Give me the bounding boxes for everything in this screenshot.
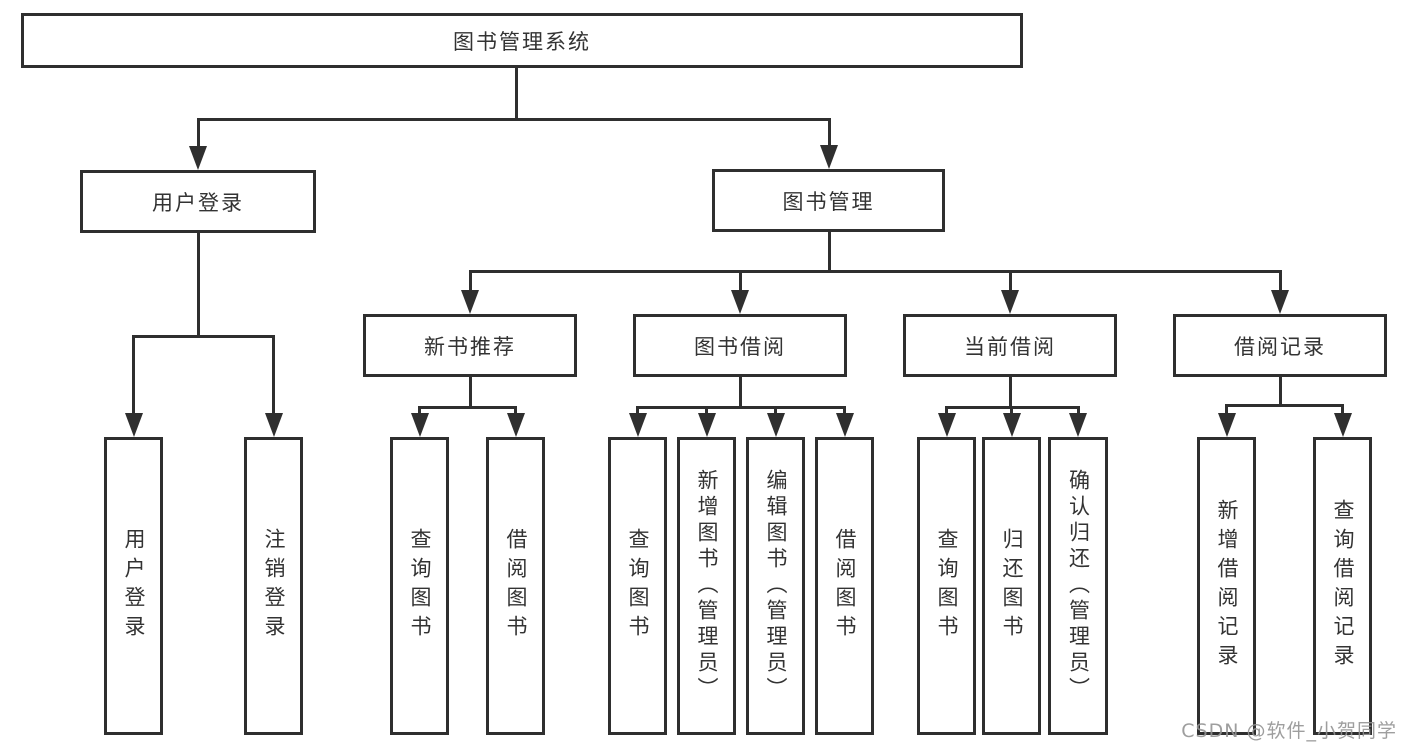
node-leaf-cb-confirm-return-admin-label: 确认归还（管理员） <box>1066 469 1091 703</box>
node-leaf-logout: 注销登录 <box>244 437 303 735</box>
connector-current-borrowing-stem <box>1008 377 1012 406</box>
node-leaf-user-login: 用户登录 <box>104 437 163 735</box>
connector-book-borrowing-rail <box>636 406 846 409</box>
node-leaf-bb-add-books-admin: 新增图书（管理员） <box>677 437 736 735</box>
node-book-borrowing: 图书借阅 <box>633 314 847 377</box>
arrow-to-book-management-icon <box>820 118 838 169</box>
node-new-book-recommend: 新书推荐 <box>363 314 577 377</box>
node-leaf-cb-return-books: 归还图书 <box>982 437 1041 735</box>
node-leaf-br-add-record: 新增借阅记录 <box>1197 437 1256 735</box>
node-leaf-user-login-label: 用户登录 <box>122 528 146 644</box>
connector-user-login-stem <box>196 233 200 335</box>
arrow-to-cb-return-icon <box>1002 406 1021 437</box>
node-leaf-bb-query-books-label: 查询图书 <box>626 528 650 644</box>
connector-level3-rail <box>468 270 1282 273</box>
connector-book-management-stem <box>827 232 831 270</box>
node-user-login: 用户登录 <box>80 170 316 233</box>
arrow-to-br-query-icon <box>1333 404 1352 437</box>
connector-new-book-stem <box>468 377 472 406</box>
connector-borrowing-records-stem <box>1278 377 1282 404</box>
node-book-management-label: 图书管理 <box>782 189 875 214</box>
node-book-borrowing-label: 图书借阅 <box>694 334 786 359</box>
node-library-system-label: 图书管理系统 <box>453 29 591 54</box>
node-leaf-bb-borrow-books-label: 借阅图书 <box>833 528 857 644</box>
node-leaf-bb-add-books-admin-label: 新增图书（管理员） <box>695 469 719 703</box>
arrow-to-br-add-icon <box>1217 404 1236 437</box>
arrow-to-new-book-recommend-icon <box>461 270 479 314</box>
arrow-to-bb-add-icon <box>697 406 716 437</box>
node-leaf-nb-borrow-books: 借阅图书 <box>486 437 545 735</box>
arrow-to-cb-confirm-icon <box>1069 406 1087 437</box>
node-leaf-bb-borrow-books: 借阅图书 <box>815 437 874 735</box>
node-borrowing-records: 借阅记录 <box>1173 314 1387 377</box>
node-leaf-nb-query-books-label: 查询图书 <box>408 528 432 644</box>
node-leaf-bb-query-books: 查询图书 <box>608 437 667 735</box>
watermark: CSDN @软件_小贺同学 <box>1181 720 1397 742</box>
arrow-to-bb-edit-icon <box>766 406 785 437</box>
arrow-to-user-login-icon <box>189 118 207 170</box>
node-current-borrowing: 当前借阅 <box>903 314 1117 377</box>
node-borrowing-records-label: 借阅记录 <box>1234 334 1326 359</box>
node-new-book-recommend-label: 新书推荐 <box>424 334 516 359</box>
arrow-to-current-borrowing-icon <box>1001 270 1019 314</box>
arrow-to-bb-query-icon <box>628 406 647 437</box>
arrow-to-borrowing-records-icon <box>1271 270 1289 314</box>
node-leaf-cb-confirm-return-admin: 确认归还（管理员） <box>1048 437 1108 735</box>
node-leaf-cb-query-books: 查询图书 <box>917 437 976 735</box>
arrow-to-leaf-user-login-icon <box>124 335 143 437</box>
node-leaf-bb-edit-books-admin: 编辑图书（管理员） <box>746 437 805 735</box>
connector-root-stem <box>514 68 518 118</box>
node-leaf-nb-query-books: 查询图书 <box>390 437 449 735</box>
arrow-to-bb-borrow-icon <box>835 406 854 437</box>
node-leaf-cb-return-books-label: 归还图书 <box>1000 528 1024 644</box>
connector-book-borrowing-stem <box>738 377 742 406</box>
node-library-system: 图书管理系统 <box>21 13 1023 68</box>
node-current-borrowing-label: 当前借阅 <box>964 334 1056 359</box>
node-book-management: 图书管理 <box>712 169 945 232</box>
node-leaf-nb-borrow-books-label: 借阅图书 <box>504 528 528 644</box>
arrow-to-book-borrowing-icon <box>731 270 749 314</box>
arrow-to-nb-borrow-icon <box>506 406 525 437</box>
node-leaf-bb-edit-books-admin-label: 编辑图书（管理员） <box>764 469 788 703</box>
node-user-login-label: 用户登录 <box>152 190 244 215</box>
arrow-to-cb-query-icon <box>937 406 956 437</box>
node-leaf-cb-query-books-label: 查询图书 <box>935 528 959 644</box>
node-leaf-br-query-record: 查询借阅记录 <box>1313 437 1372 735</box>
node-leaf-br-query-record-label: 查询借阅记录 <box>1331 499 1355 673</box>
connector-level2-rail <box>196 118 830 121</box>
node-leaf-logout-label: 注销登录 <box>262 528 286 644</box>
arrow-to-nb-query-icon <box>410 406 429 437</box>
arrow-to-leaf-logout-icon <box>264 335 283 437</box>
connector-new-book-rail <box>418 406 517 409</box>
node-leaf-br-add-record-label: 新增借阅记录 <box>1215 499 1239 673</box>
connector-borrowing-records-rail <box>1225 404 1344 407</box>
connector-user-login-rail <box>132 335 275 338</box>
